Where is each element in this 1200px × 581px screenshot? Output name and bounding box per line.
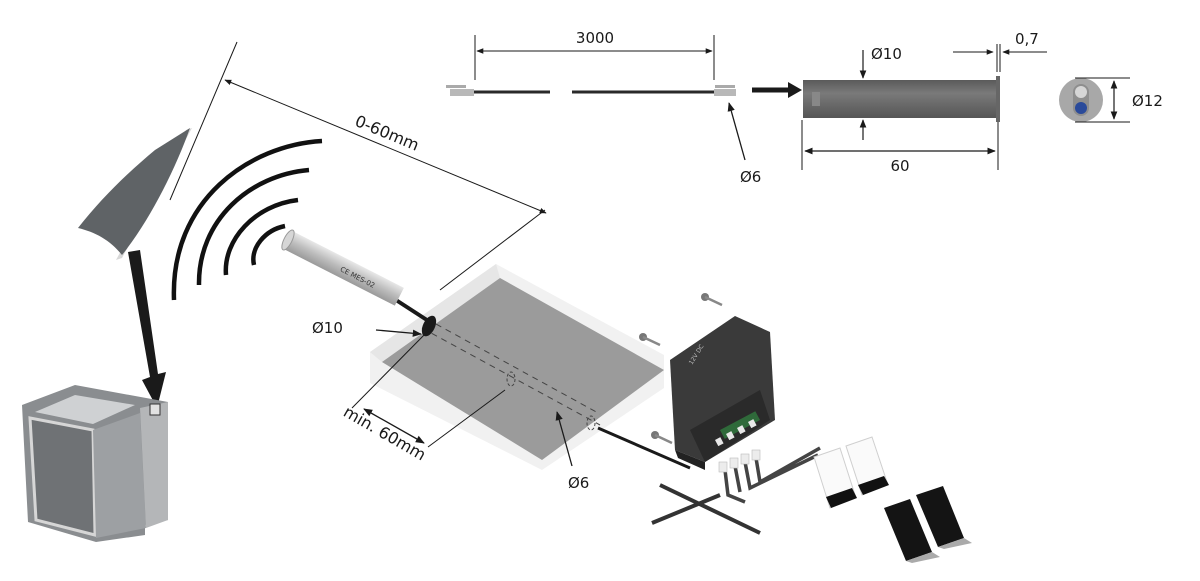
arrow-head-icon xyxy=(788,82,802,98)
velcro-pads xyxy=(813,436,972,563)
controller-base xyxy=(675,450,705,470)
connector-diameter-pointer xyxy=(727,102,746,161)
sensor-length-label: 60 xyxy=(890,157,909,175)
velcro-pad-white xyxy=(845,436,889,496)
sensor-diameter-label: Ø10 xyxy=(871,45,902,63)
panel-top-edge xyxy=(370,264,500,362)
wave-arc xyxy=(251,223,286,266)
cabinet xyxy=(22,385,168,542)
sensor-lens xyxy=(1075,86,1087,98)
signal-waves xyxy=(171,138,323,301)
detection-range-label: 0-60mm xyxy=(352,111,422,154)
left-connector xyxy=(446,85,474,96)
screws xyxy=(639,293,723,445)
plug-icon xyxy=(718,461,728,473)
power-cable xyxy=(651,483,761,535)
velcro-pad-black xyxy=(884,499,940,563)
sensor-cable xyxy=(394,298,432,324)
terminal-connectors xyxy=(715,419,757,447)
min-distance-label: min. 60mm xyxy=(340,402,429,464)
range-ext-line xyxy=(169,41,238,201)
range-dim-line xyxy=(224,79,547,214)
hole-diameter-pointer xyxy=(375,329,422,337)
cable-length-label: 3000 xyxy=(576,29,614,47)
channel-hole xyxy=(586,415,596,431)
cabinet-door-open xyxy=(140,402,168,528)
channel-dashed-line xyxy=(435,323,601,415)
screw-icon xyxy=(651,431,673,445)
velcro-pad-black xyxy=(916,486,972,549)
right-connector xyxy=(714,85,736,96)
screw-icon xyxy=(701,293,723,307)
cabinet-interior xyxy=(35,395,135,424)
wave-arc xyxy=(196,167,310,286)
sensor-front-view: Ø12 xyxy=(1059,77,1163,123)
sensor-side-view: Ø10 0,7 60 xyxy=(801,30,1047,175)
wave-arc xyxy=(171,138,323,301)
sensor-window xyxy=(812,92,820,106)
screw-icon xyxy=(639,333,661,347)
sensor-cylinder: CE MES-02 xyxy=(281,229,404,306)
dim-ext-line xyxy=(351,329,430,409)
channel-dashed-line xyxy=(421,327,601,426)
cabinet-side-door xyxy=(93,413,146,538)
flange-diameter-label: Ø12 xyxy=(1132,92,1163,110)
channel-diameter-label: Ø6 xyxy=(568,474,589,492)
min-distance-dim-line xyxy=(363,408,425,444)
velcro-pad-white xyxy=(813,447,857,509)
down-arrow-icon xyxy=(128,250,166,408)
door-leaf xyxy=(78,128,190,255)
dim-ext-line xyxy=(427,389,506,448)
led-indicator xyxy=(1075,102,1087,114)
panel-top-face xyxy=(382,278,664,460)
controller: 12V DC xyxy=(670,316,775,470)
flange-thickness-label: 0,7 xyxy=(1015,30,1039,48)
cabinet-front xyxy=(28,416,97,537)
channel-diameter-pointer xyxy=(555,411,573,467)
sensor-cable-exit xyxy=(597,426,691,470)
hole-diameter-label: Ø10 xyxy=(312,319,343,337)
plug-icon xyxy=(740,453,750,465)
wave-arc xyxy=(223,197,299,276)
cable-drawing: 3000 Ø6 xyxy=(446,29,802,186)
arrow-to-cabinet xyxy=(128,250,166,408)
plug-icon xyxy=(729,457,739,469)
plug-connectors xyxy=(718,446,821,504)
magnet-target xyxy=(149,403,161,416)
mounting-panel xyxy=(370,264,664,470)
sensor-body xyxy=(803,80,997,118)
channel-hole xyxy=(506,371,516,387)
connector-diameter-label: Ø6 xyxy=(740,168,761,186)
sensor-3d: CE MES-02 Ø10 xyxy=(281,229,432,337)
connector-wires xyxy=(723,446,821,504)
sensor-flange xyxy=(996,76,1000,122)
door-panel xyxy=(78,128,192,260)
range-ext-line xyxy=(439,209,546,291)
plug-icon xyxy=(751,449,761,461)
